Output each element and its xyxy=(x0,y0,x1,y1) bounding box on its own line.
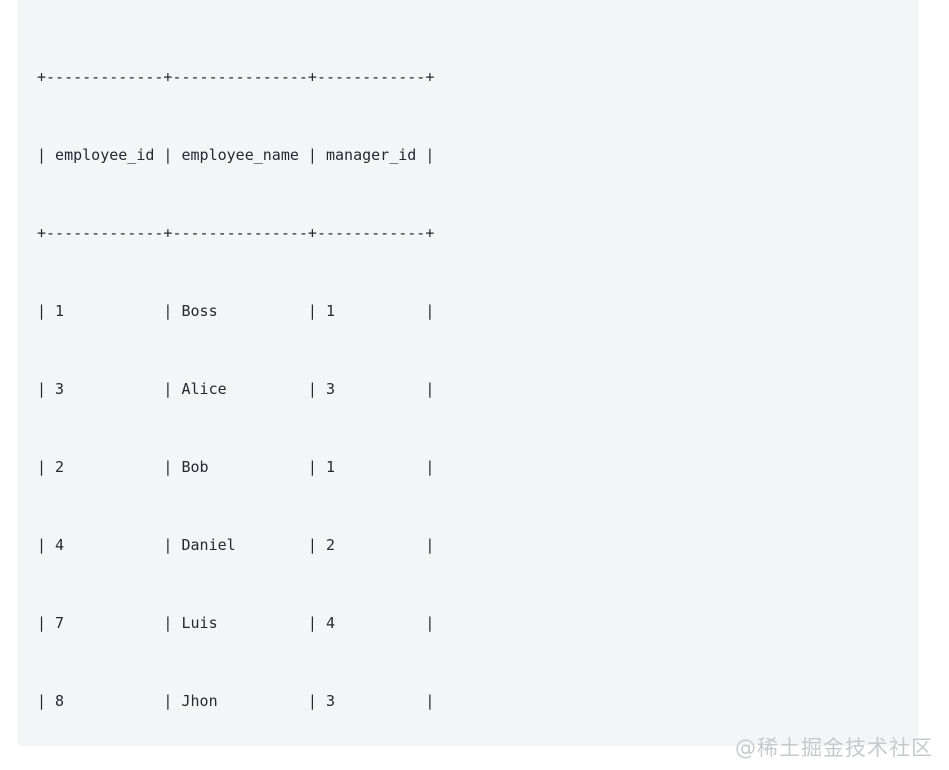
table-row: | 2 | Bob | 1 | xyxy=(37,458,435,476)
watermark: @稀土掘金技术社区 xyxy=(735,736,933,760)
table-row: | 4 | Daniel | 2 | xyxy=(37,536,435,554)
table-row: | 3 | Alice | 3 | xyxy=(37,380,435,398)
code-block: +-------------+---------------+---------… xyxy=(18,0,918,746)
table-row: | 1 | Boss | 1 | xyxy=(37,302,435,320)
table-row: | 8 | Jhon | 3 | xyxy=(37,692,435,710)
table-separator-header: +-------------+---------------+---------… xyxy=(37,224,435,242)
code-text: +-------------+---------------+---------… xyxy=(37,0,578,746)
table-separator-top: +-------------+---------------+---------… xyxy=(37,68,435,86)
table-header-row: | employee_id | employee_name | manager_… xyxy=(37,146,435,164)
table-row: | 7 | Luis | 4 | xyxy=(37,614,435,632)
